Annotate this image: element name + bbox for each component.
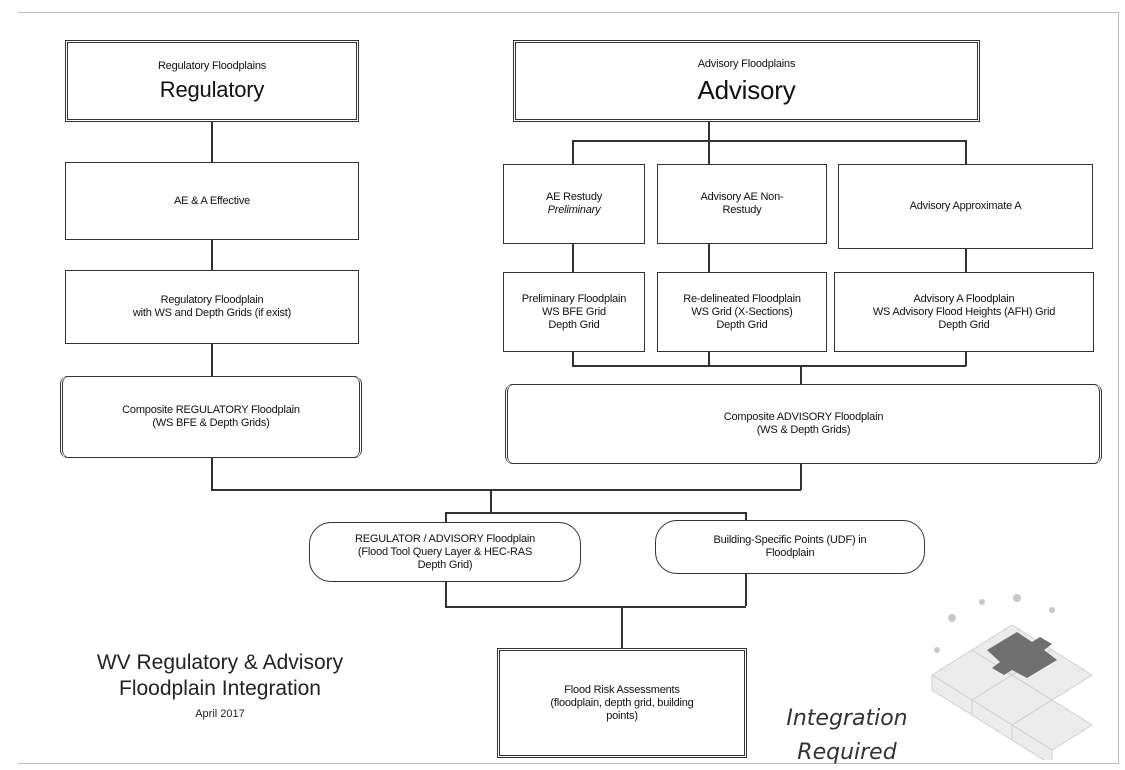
integration-required-label: Integration Required [762, 702, 932, 770]
connector [211, 456, 213, 490]
regulatory-floodplain-line2: with WS and Depth Grids (if exist) [132, 307, 292, 319]
composite-advisory-line2: (WS & Depth Grids) [756, 424, 851, 436]
regulator-advisory-line3: Depth Grid) [417, 558, 473, 571]
redelineated-floodplain-line1: Re-delineated Floodplain [683, 292, 801, 305]
connector [745, 512, 747, 526]
diagram-frame [18, 12, 1119, 764]
connector [572, 242, 574, 272]
connector [708, 350, 710, 366]
advisory-a-floodplain-line2: WS Advisory Flood Heights (AFH) Grid [872, 305, 1056, 318]
connector [572, 140, 965, 142]
advisory-a-floodplain-line3: Depth Grid [938, 318, 990, 331]
connector [211, 342, 213, 376]
advisory-floodplains-header: Advisory Floodplains Advisory [513, 40, 980, 122]
connector [572, 365, 966, 367]
connector [708, 120, 710, 140]
ae-restudy-line1: AE Restudy [545, 191, 603, 203]
connector [211, 238, 213, 270]
title-line1: WV Regulatory & Advisory [96, 651, 344, 674]
connector [965, 350, 967, 366]
composite-regulatory-box: Composite REGULATORY Floodplain (WS BFE … [60, 376, 362, 458]
advisory-ae-nonrestudy-line2: Restudy [722, 204, 762, 216]
regulatory-header-small: Regulatory Floodplains [157, 59, 267, 72]
advisory-header-small: Advisory Floodplains [697, 57, 796, 70]
connector [965, 247, 967, 272]
title-date: April 2017 [195, 708, 245, 720]
regulatory-floodplains-header: Regulatory Floodplains Regulatory [65, 40, 359, 122]
connector [211, 120, 213, 162]
preliminary-floodplain-line1: Preliminary Floodplain [521, 292, 627, 305]
ae-restudy-box: AE Restudy Preliminary [503, 164, 645, 244]
ae-restudy-line2: Preliminary [547, 204, 601, 216]
regulator-advisory-floodplain-box: REGULATOR / ADVISORY Floodplain (Flood T… [309, 522, 581, 582]
building-specific-points-box: Building-Specific Points (UDF) in Floodp… [655, 520, 925, 574]
puzzle-pieces-icon [931, 594, 1093, 760]
connector [572, 350, 574, 366]
preliminary-floodplain-line3: Depth Grid [548, 318, 600, 331]
advisory-ae-nonrestudy-box: Advisory AE Non- Restudy [657, 164, 827, 244]
connector [800, 462, 802, 490]
connector [211, 489, 801, 491]
connector [745, 572, 747, 606]
connector [445, 512, 745, 514]
advisory-approximate-a-box: Advisory Approximate A [838, 164, 1093, 249]
flood-risk-line1: Flood Risk Assessments [564, 683, 680, 696]
redelineated-floodplain-box: Re-delineated Floodplain WS Grid (X-Sect… [657, 272, 827, 352]
advisory-a-floodplain-line1: Advisory A Floodplain [913, 292, 1015, 305]
flood-risk-assessments-box: Flood Risk Assessments (floodplain, dept… [497, 648, 747, 758]
ae-a-effective-box: AE & A Effective [65, 162, 359, 240]
advisory-a-floodplain-box: Advisory A Floodplain WS Advisory Flood … [834, 272, 1094, 352]
advisory-header-big: Advisory [697, 74, 796, 105]
composite-advisory-line1: Composite ADVISORY Floodplain [723, 411, 884, 423]
connector [445, 512, 447, 526]
composite-advisory-box: Composite ADVISORY Floodplain (WS & Dept… [505, 384, 1102, 464]
connector [445, 606, 746, 608]
connector [445, 580, 447, 606]
connector [965, 140, 967, 164]
preliminary-floodplain-box: Preliminary Floodplain WS BFE Grid Depth… [503, 272, 645, 352]
connector [572, 140, 574, 164]
ae-a-effective-label: AE & A Effective [173, 194, 251, 207]
regulator-advisory-line1: REGULATOR / ADVISORY Floodplain [354, 532, 536, 545]
regulatory-floodplain-box: Regulatory Floodplain with WS and Depth … [65, 270, 359, 344]
building-points-line1: Building-Specific Points (UDF) in [713, 534, 867, 546]
redelineated-floodplain-line2: WS Grid (X-Sections) [691, 305, 793, 318]
composite-regulatory-line1: Composite REGULATORY Floodplain [122, 404, 300, 416]
diagram-title: WV Regulatory & Advisory Floodplain Inte… [40, 650, 400, 720]
title-line2: Floodplain Integration [119, 677, 321, 700]
connector [621, 606, 623, 648]
regulatory-floodplain-line1: Regulatory Floodplain [160, 294, 264, 306]
composite-regulatory-line2: (WS BFE & Depth Grids) [152, 417, 270, 429]
redelineated-floodplain-line3: Depth Grid [716, 318, 768, 331]
preliminary-floodplain-line2: WS BFE Grid [542, 305, 606, 318]
connector [708, 140, 710, 164]
advisory-approximate-a-label: Advisory Approximate A [909, 200, 1022, 212]
advisory-ae-nonrestudy-line1: Advisory AE Non- [700, 191, 784, 203]
integration-line2: Required [797, 740, 897, 765]
integration-line1: Integration [786, 706, 908, 731]
flood-risk-line2: (floodplain, depth grid, building [550, 696, 694, 709]
regulator-advisory-line2: (Flood Tool Query Layer & HEC-RAS [357, 545, 533, 558]
building-points-line2: Floodplain [765, 547, 815, 559]
connector [490, 489, 492, 513]
connector [708, 242, 710, 272]
flood-risk-line3: points) [606, 709, 638, 722]
regulatory-header-big: Regulatory [159, 76, 265, 102]
connector [800, 365, 802, 385]
